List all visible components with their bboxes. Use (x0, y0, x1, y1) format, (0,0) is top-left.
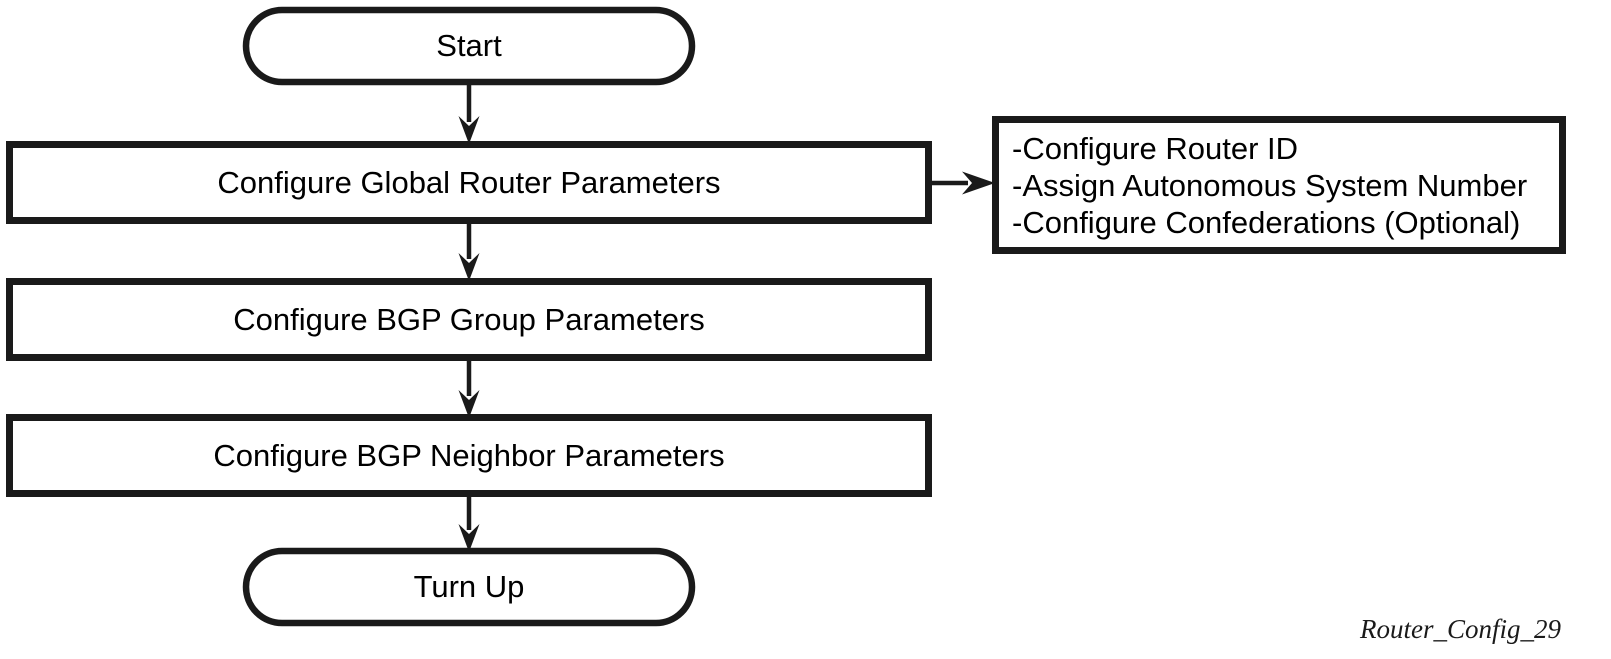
edge-start-to-global-params (458, 82, 480, 144)
node-turn-up-shape[interactable] (242, 547, 696, 627)
node-start-shape[interactable] (242, 6, 696, 86)
node-group-params-shape[interactable] (6, 278, 932, 361)
node-global-params-shape[interactable] (6, 141, 932, 224)
edge-group-params-to-neighbor-params (458, 358, 480, 418)
edge-global-params-to-group-params (458, 221, 480, 281)
figure-caption: Router_Config_29 (1360, 614, 1561, 644)
edge-global-params-to-note (932, 171, 995, 195)
note-box-shape[interactable] (992, 116, 1566, 254)
edge-neighbor-params-to-turn-up (458, 494, 480, 552)
node-neighbor-params-shape[interactable] (6, 414, 932, 497)
